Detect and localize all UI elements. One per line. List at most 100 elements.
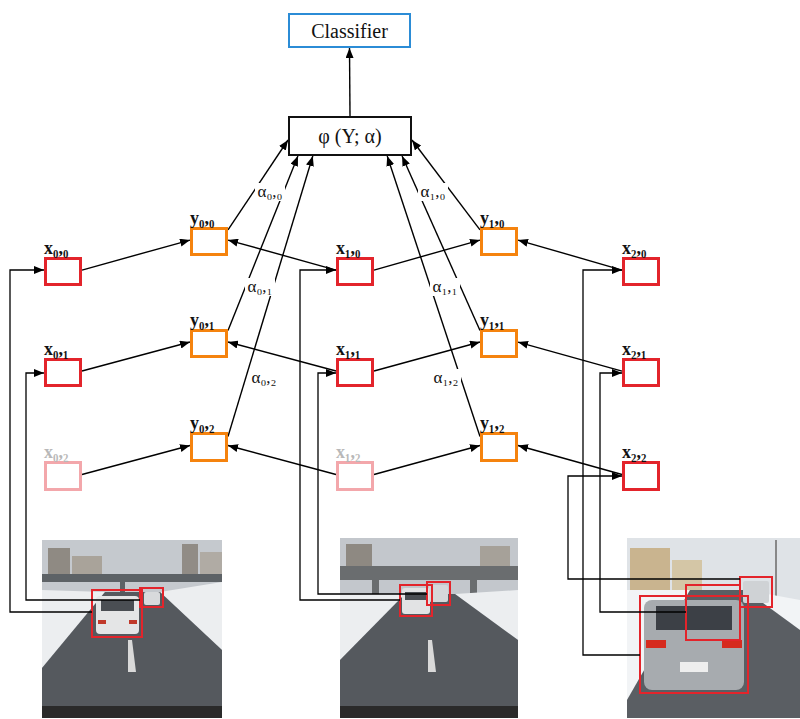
sky: [627, 538, 800, 718]
licence-plate: [680, 662, 708, 672]
box-label: y₁,₂: [480, 414, 504, 434]
detection-box: [740, 577, 772, 607]
car-window: [656, 606, 732, 630]
leader-line: [300, 270, 400, 600]
box-label: y₁,₀: [480, 209, 504, 229]
connector-arrow: [82, 240, 190, 270]
box-label: y₁,₁: [480, 311, 504, 331]
edge-weight-label: α₁,₀: [418, 183, 447, 202]
edge-weight-label: α₀,₂: [249, 369, 278, 388]
connector-arrow: [228, 342, 336, 371]
edge-weight-label: α₁,₂: [431, 369, 460, 388]
leader-lines: [10, 270, 740, 655]
edge-weight-label: α₀,₀: [255, 183, 284, 202]
road: [627, 590, 800, 718]
connector-arrow: [228, 156, 313, 437]
pole: [775, 540, 777, 600]
connector-arrow: [518, 446, 622, 475]
classifier-box: Classifier: [288, 13, 411, 48]
tail-light: [646, 640, 666, 648]
lane-mark: [128, 640, 136, 672]
feature-box: x₂,₁: [622, 358, 660, 387]
building: [346, 544, 372, 566]
leader-line: [26, 373, 140, 600]
detection-box: [686, 585, 740, 640]
detection-box: [427, 582, 450, 605]
connector-arrow: [349, 48, 351, 116]
road: [42, 592, 222, 718]
detection-box: [92, 590, 142, 637]
building: [182, 544, 198, 578]
box-label: x₂,₁: [622, 340, 646, 360]
box-label: x₀,₂: [44, 443, 68, 463]
pair-box: y₀,₁: [190, 329, 228, 358]
connector-arrow: [228, 156, 298, 330]
car: [402, 588, 430, 614]
connector-arrow: [82, 446, 190, 475]
bridge-pillar: [372, 580, 379, 594]
box-label: x₀,₁: [44, 340, 68, 360]
car-window: [101, 600, 134, 611]
connector-arrow: [374, 342, 480, 371]
road-frame-1: [42, 540, 222, 718]
detection-box: [140, 588, 163, 607]
connector-arrow: [228, 446, 336, 475]
box-label: x₂,₂: [622, 443, 646, 463]
car: [144, 592, 160, 605]
box-label: x₀,₀: [44, 239, 68, 259]
box-label: x₁,₀: [336, 239, 360, 259]
leader-line: [10, 270, 92, 612]
car-window: [405, 592, 427, 600]
connector-arrow: [518, 240, 622, 270]
road-frame-2: [340, 538, 518, 718]
box-label: x₂,₀: [622, 239, 646, 259]
bridge-pillar: [470, 580, 477, 594]
feature-box: x₀,₂: [44, 461, 82, 491]
feature-box: x₁,₂: [336, 461, 374, 491]
box-label: y₀,₁: [190, 311, 214, 331]
box-label: x₁,₁: [336, 340, 360, 360]
building: [48, 548, 70, 578]
tail-light: [129, 620, 137, 624]
connector-arrow: [82, 342, 190, 371]
edge-weight-label: α₁,₁: [430, 278, 459, 297]
tail-light: [98, 620, 106, 624]
connector-arrow: [518, 342, 622, 371]
leader-line: [600, 373, 686, 612]
connector-arrow: [387, 156, 480, 437]
feature-box: x₂,₂: [622, 461, 660, 491]
connector-arrow: [412, 140, 480, 230]
lane-mark: [428, 640, 436, 672]
leader-line: [568, 476, 740, 579]
dashboard: [42, 706, 222, 718]
tail-light: [722, 640, 742, 648]
connector-arrow: [402, 156, 480, 330]
connector-arrow: [228, 240, 336, 270]
pair-box: y₀,₂: [190, 432, 228, 462]
feature-box: x₀,₁: [44, 358, 82, 387]
leader-line: [318, 373, 427, 594]
detection-box: [640, 596, 748, 693]
feature-box: x₁,₁: [336, 358, 374, 387]
building: [630, 548, 670, 590]
car: [743, 581, 769, 603]
bridge: [42, 574, 222, 582]
box-text: φ (Y; α): [318, 125, 382, 147]
aggregation-box: φ (Y; α): [288, 116, 412, 156]
feature-box: x₀,₀: [44, 257, 82, 286]
connector-arrow: [228, 140, 288, 230]
box-text: Classifier: [311, 20, 388, 42]
edge-weight-label: α₀,₁: [245, 278, 274, 297]
box-label: y₀,₀: [190, 209, 214, 229]
feature-box: x₂,₀: [622, 257, 660, 286]
dashboard: [340, 706, 518, 718]
connector-arrow: [374, 446, 480, 475]
bridge: [340, 566, 518, 580]
pair-box: y₀,₀: [190, 227, 228, 256]
pair-box: y₁,₂: [480, 432, 518, 462]
